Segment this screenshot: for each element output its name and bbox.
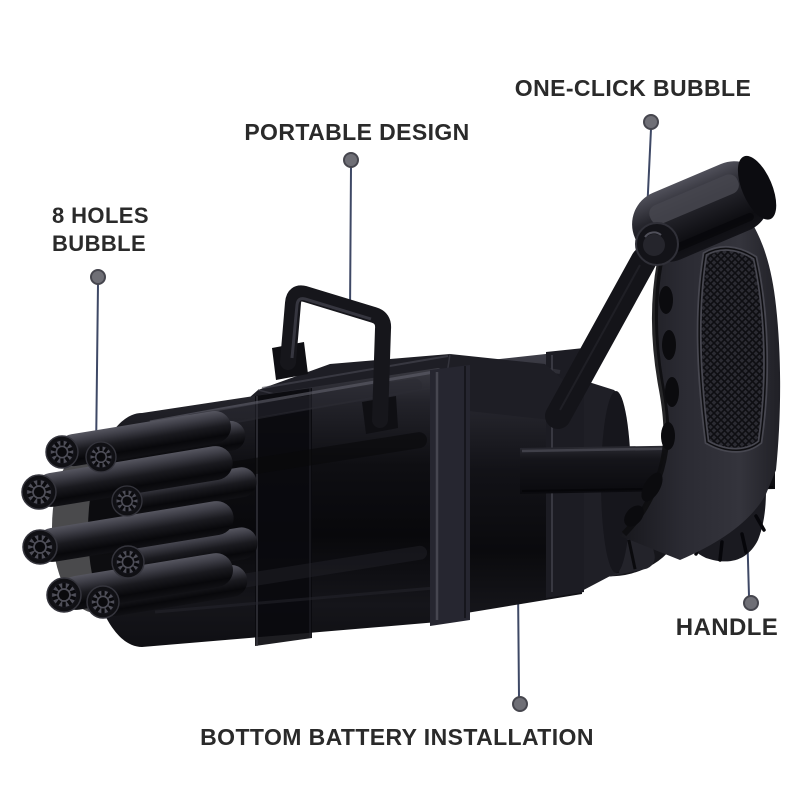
eight-holes-leader-line [95, 283, 99, 456]
portable-leader-line [349, 166, 352, 315]
finger-grooves [624, 286, 679, 527]
grip-top-cap [632, 155, 777, 266]
one-click-button [643, 234, 665, 256]
handle-strut [545, 247, 657, 429]
portable-dot [343, 152, 359, 168]
eight-holes-dot [90, 269, 106, 285]
drum-band [255, 388, 312, 646]
callout-label-bottom-battery: BOTTOM BATTERY INSTALLATION [200, 724, 594, 750]
callout-label-one-click-bubble: ONE-CLICK BUBBLE [514, 75, 752, 101]
pistol-grip [620, 220, 781, 560]
carry-handle [272, 285, 398, 434]
grip-texture-panel [696, 246, 769, 453]
callout-dots [90, 114, 759, 712]
handle-dot [743, 595, 759, 611]
gun-body [21, 155, 781, 647]
callout-label-eight-holes-bubble: 8 HOLES BUBBLE [52, 203, 149, 256]
callout-label-handle: HANDLE [675, 614, 779, 641]
bottom-battery-dot [512, 696, 528, 712]
callout-label-portable-design: PORTABLE DESIGN [244, 119, 470, 145]
one-click-dot [643, 114, 659, 130]
clamp-ring-front [430, 365, 470, 626]
